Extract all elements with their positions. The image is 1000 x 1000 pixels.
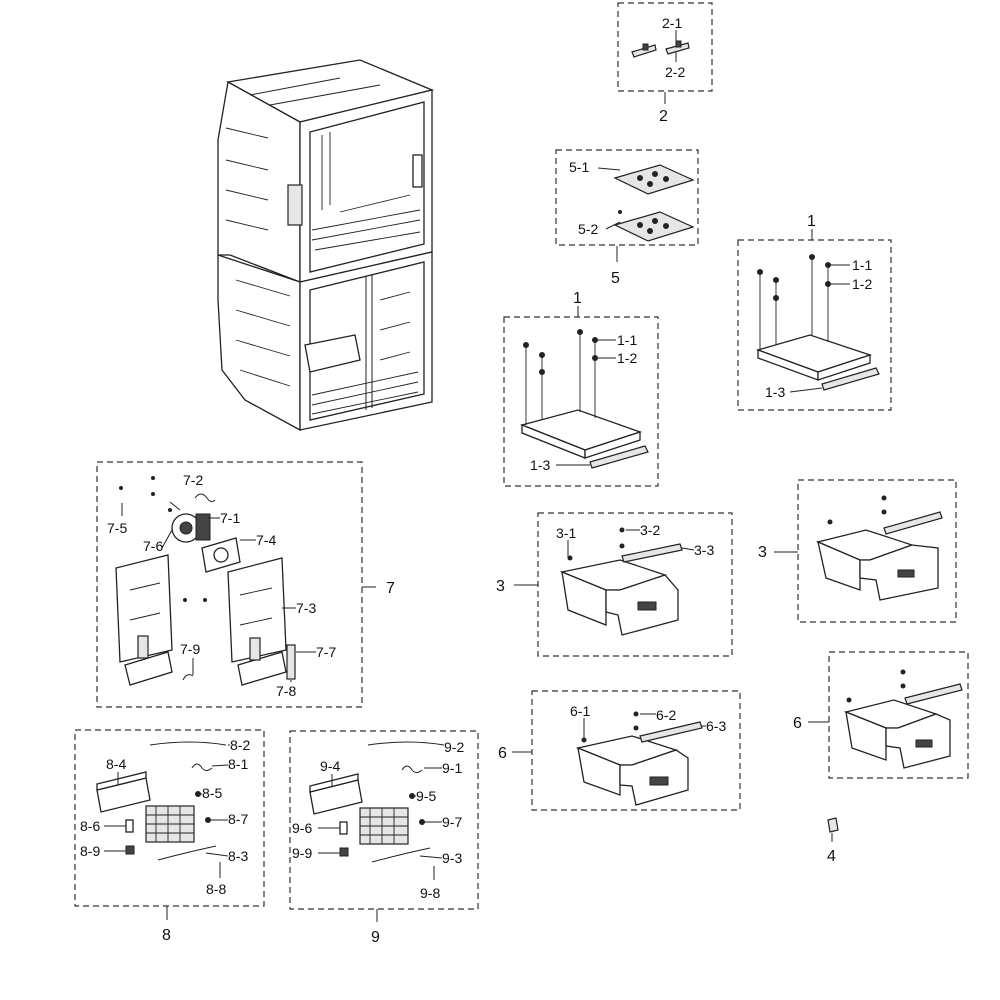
label-9-2: 9-2: [444, 739, 464, 755]
group-9-evaporator: [289, 730, 479, 922]
label-2-1: 2-1: [662, 15, 682, 31]
label-2: 2: [659, 108, 668, 125]
label-9: 9: [371, 929, 380, 946]
label-9-5: 9-5: [416, 788, 436, 804]
label-6-left: 6: [498, 745, 507, 762]
label-6-3: 6-3: [706, 718, 726, 734]
group-6-drawer-right: [808, 651, 969, 779]
label-7-6: 7-6: [143, 538, 163, 554]
label-9-4: 9-4: [320, 758, 340, 774]
label-9-3: 9-3: [442, 850, 462, 866]
label-7-4: 7-4: [256, 532, 276, 548]
label-8-7: 8-7: [228, 811, 248, 827]
label-8-3: 8-3: [228, 848, 248, 864]
label-9-7: 9-7: [442, 814, 462, 830]
label-6-1: 6-1: [570, 703, 590, 719]
label-8-9: 8-9: [80, 843, 100, 859]
label-3-3: 3-3: [694, 542, 714, 558]
group-1-shelf-right: [737, 229, 892, 411]
group-7-evaporator-cover: [96, 461, 376, 708]
label-7-5: 7-5: [107, 520, 127, 536]
label-8-8: 8-8: [206, 881, 226, 897]
label-7-1: 7-1: [220, 510, 240, 526]
label-1-right: 1: [807, 213, 816, 230]
label-1-2-left: 1-2: [617, 350, 637, 366]
label-6-right: 6: [793, 715, 802, 732]
label-1-2-right: 1-2: [852, 276, 872, 292]
group-5-covers: [555, 149, 699, 262]
label-5-1: 5-1: [569, 159, 589, 175]
part-4-clip: [827, 817, 839, 842]
label-7-9: 7-9: [180, 641, 200, 657]
label-8-2: 8-2: [230, 737, 250, 753]
label-7-8: 7-8: [276, 683, 296, 699]
group-8-evaporator: [74, 729, 265, 920]
label-3-left: 3: [496, 578, 505, 595]
label-9-8: 9-8: [420, 885, 440, 901]
label-1-3-left: 1-3: [530, 457, 550, 473]
label-1-1-right: 1-1: [852, 257, 872, 273]
label-6-2: 6-2: [656, 707, 676, 723]
label-8-1: 8-1: [228, 756, 248, 772]
label-8-5: 8-5: [202, 785, 222, 801]
label-8-4: 8-4: [106, 756, 126, 772]
label-1-left: 1: [573, 290, 582, 307]
label-2-2: 2-2: [665, 64, 685, 80]
label-7: 7: [386, 580, 395, 597]
label-5: 5: [611, 270, 620, 287]
label-5-2: 5-2: [578, 221, 598, 237]
label-3-right: 3: [758, 544, 767, 561]
label-7-2: 7-2: [183, 472, 203, 488]
label-7-3: 7-3: [296, 600, 316, 616]
label-3-2: 3-2: [640, 522, 660, 538]
group-2-hinges: [617, 2, 713, 104]
label-1-1-left: 1-1: [617, 332, 637, 348]
label-4: 4: [827, 848, 836, 865]
label-1-3-right: 1-3: [765, 384, 785, 400]
label-9-6: 9-6: [292, 820, 312, 836]
refrigerator-cabinet: [217, 59, 435, 432]
label-8: 8: [162, 927, 171, 944]
label-3-1: 3-1: [556, 525, 576, 541]
group-6-drawer-left: [512, 690, 741, 811]
label-9-9: 9-9: [292, 845, 312, 861]
group-3-drawer-left: [514, 512, 733, 657]
label-7-7: 7-7: [316, 644, 336, 660]
group-3-drawer-right: [774, 479, 957, 623]
label-9-1: 9-1: [442, 760, 462, 776]
label-8-6: 8-6: [80, 818, 100, 834]
group-1-shelf-left: [503, 306, 659, 487]
